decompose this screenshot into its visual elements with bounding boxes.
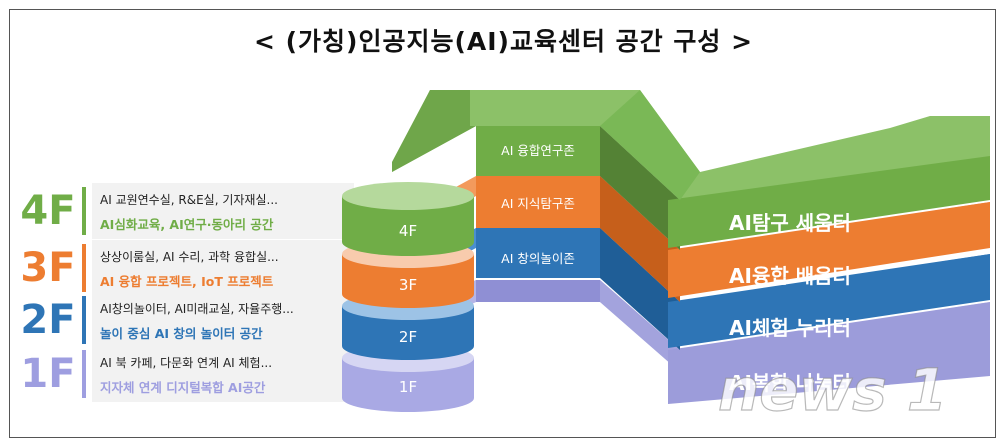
layer-3f xyxy=(392,176,990,302)
floor-info-box: AI 북 카페, 다문화 연계 AI 체험... 지자체 연계 디지털복합 AI… xyxy=(92,346,354,402)
floor-label: 3F xyxy=(20,245,76,291)
floor-description: 상상이룸실, AI 수리, 과학 융합실... xyxy=(100,250,279,264)
floor-description: AI 북 카페, 다문화 연계 AI 체험... xyxy=(100,356,273,370)
floor-info-box: AI 교원연수실, R&E실, 기자재실... AI심화교육, AI연구·동아리… xyxy=(92,183,354,239)
floor-info-box: AI창의놀이터, AI미래교실, 자율주행... 놀이 중심 AI 창의 놀이터… xyxy=(92,292,354,348)
cylinder-label: 3F xyxy=(399,276,417,294)
cylinder-label: 4F xyxy=(399,222,417,240)
cylinder-label: 2F xyxy=(399,328,417,346)
floor-description: AI 교원연수실, R&E실, 기자재실... xyxy=(100,193,278,207)
floor-divider xyxy=(82,244,86,292)
diagram-title: < (가칭)인공지능(AI)교육센터 공간 구성 > xyxy=(253,27,754,56)
floor-highlight: AI심화교육, AI연구·동아리 공간 xyxy=(100,217,274,232)
floor-description: AI창의놀이터, AI미래교실, 자율주행... xyxy=(100,302,294,316)
zone-label: AI 지식탐구존 xyxy=(501,196,575,211)
layer-4f xyxy=(392,90,990,250)
floor-label: 1F xyxy=(20,351,76,397)
layer-1f xyxy=(392,280,990,404)
zone-label: AI 융합연구존 xyxy=(501,143,575,158)
floor-label: 4F xyxy=(20,188,76,234)
floor-divider xyxy=(82,187,86,235)
zone-label: AI 복합체험존 xyxy=(501,310,575,325)
term-label: AI탐구 세움터 xyxy=(729,211,851,235)
floor-label: 2F xyxy=(20,297,76,343)
cylinder-stack xyxy=(342,182,474,412)
floor-highlight: AI 융합 프로젝트, IoT 프로젝트 xyxy=(100,274,274,289)
term-label: AI복합 나눔터 xyxy=(729,371,851,395)
floor-highlight: 놀이 중심 AI 창의 놀이터 공간 xyxy=(100,326,263,341)
floor-divider xyxy=(82,296,86,344)
term-label: AI체험 누리터 xyxy=(729,316,851,340)
term-label: AI융합 배움터 xyxy=(729,264,851,288)
floor-divider xyxy=(82,350,86,398)
floor-info-box: 상상이룸실, AI 수리, 과학 융합실... AI 융합 프로젝트, IoT … xyxy=(92,240,354,296)
layer-2f xyxy=(392,228,990,350)
cylinder-label: 1F xyxy=(399,378,417,396)
watermark: news 1 xyxy=(718,356,947,424)
zone-label: AI 창의놀이존 xyxy=(501,251,575,266)
floor-highlight: 지자체 연계 디지털복합 AI공간 xyxy=(100,380,266,395)
